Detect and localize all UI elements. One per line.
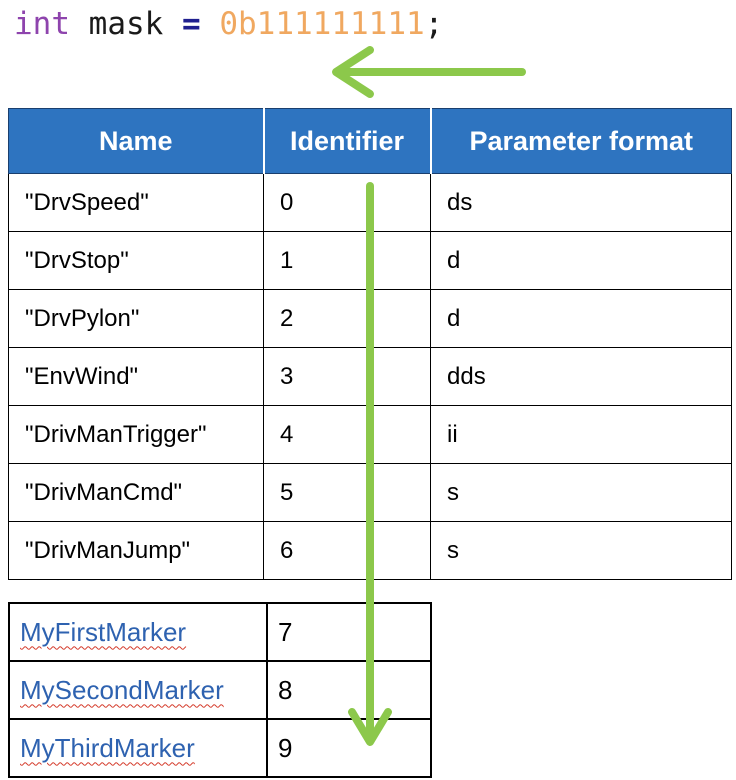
code-terminator: ; <box>424 6 444 42</box>
code-line: int mask = 0b111111111; <box>14 4 443 44</box>
row-identifier: 3 <box>263 347 431 406</box>
marker-name: MyFirstMarker <box>20 616 187 647</box>
marker-row: MyFirstMarker 7 <box>8 602 432 662</box>
code-keyword: int <box>14 6 70 42</box>
row-identifier: 4 <box>263 405 431 464</box>
table-row: "DrvSpeed" 0 ds <box>8 173 732 232</box>
row-name: "DrvStop" <box>8 231 264 290</box>
marker-table: MyFirstMarker 7 MySecondMarker 8 MyThird… <box>8 602 432 778</box>
row-identifier: 6 <box>263 521 431 580</box>
row-name: "DrivManCmd" <box>8 463 264 522</box>
table-row: "DrvStop" 1 d <box>8 231 732 290</box>
row-format: ii <box>430 405 732 464</box>
row-name: "DrivManJump" <box>8 521 264 580</box>
row-identifier: 2 <box>263 289 431 348</box>
code-value: 0b111111111 <box>219 6 425 42</box>
row-identifier: 0 <box>263 173 431 232</box>
table-header-row: Name Identifier Parameter format <box>8 108 732 174</box>
row-name: "DrivManTrigger" <box>8 405 264 464</box>
table-row: "DrvPylon" 2 d <box>8 289 732 348</box>
row-name: "EnvWind" <box>8 347 264 406</box>
marker-identifier: 9 <box>266 718 432 778</box>
row-format: ds <box>430 173 732 232</box>
column-header-identifier: Identifier <box>263 108 432 174</box>
column-header-name: Name <box>8 108 265 174</box>
row-format: d <box>430 231 732 290</box>
table-row: "DrivManJump" 6 s <box>8 521 732 580</box>
column-header-parameter-format: Parameter format <box>430 108 732 174</box>
row-format: s <box>430 521 732 580</box>
row-identifier: 5 <box>263 463 431 522</box>
row-format: s <box>430 463 732 522</box>
marker-row: MySecondMarker 8 <box>8 660 432 720</box>
row-identifier: 1 <box>263 231 431 290</box>
row-name: "DrvPylon" <box>8 289 264 348</box>
marker-name: MySecondMarker <box>20 674 224 705</box>
message-table: Name Identifier Parameter format "DrvSpe… <box>8 108 732 580</box>
left-arrow-icon <box>332 46 526 98</box>
row-format: dds <box>430 347 732 406</box>
row-format: d <box>430 289 732 348</box>
table-row: "DrivManTrigger" 4 ii <box>8 405 732 464</box>
marker-row: MyThirdMarker 9 <box>8 718 432 778</box>
marker-identifier: 8 <box>266 660 432 720</box>
marker-name: MyThirdMarker <box>20 732 195 763</box>
table-row: "DrivManCmd" 5 s <box>8 463 732 522</box>
table-row: "EnvWind" 3 dds <box>8 347 732 406</box>
code-operator: = <box>182 6 201 42</box>
code-variable: mask <box>88 6 164 42</box>
marker-identifier: 7 <box>266 602 432 662</box>
row-name: "DrvSpeed" <box>8 173 264 232</box>
